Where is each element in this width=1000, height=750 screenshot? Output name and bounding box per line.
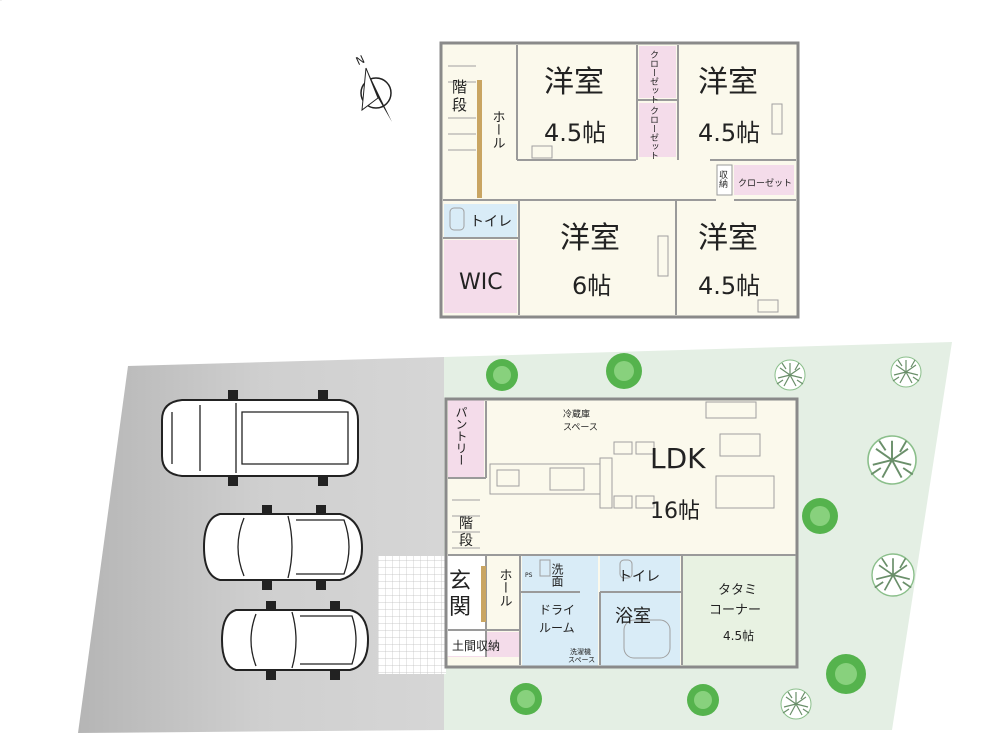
upper-western4-size: 4.5帖 — [698, 272, 760, 300]
ground-toilet-label: トイレ — [618, 569, 660, 585]
upper-western4-label: 洋室 — [698, 221, 758, 256]
upper-storage-label: 収納 — [717, 169, 728, 189]
tree-icon — [606, 353, 642, 389]
tree-icon — [774, 359, 806, 391]
upper-closet1-label: クローゼット — [648, 50, 659, 104]
north-compass-icon: N — [354, 53, 392, 122]
tree-icon — [826, 654, 866, 694]
ground-washer-label-line1: 洗濯機 — [570, 647, 591, 656]
tree-icon — [687, 684, 719, 716]
upper-toilet-label: トイレ — [470, 214, 512, 230]
upper-hall-label: ホール — [490, 110, 505, 149]
upper-western2-label: 洋室 — [698, 65, 758, 100]
upper-closet2-label: クローゼット — [648, 106, 659, 160]
upper-floor: 階 段 階段 ホール 洋室 4.5帖 クローゼット クローゼット 洋室 4.5帖… — [0, 0, 800, 319]
ground-bath-label: 浴室 — [615, 606, 651, 627]
ground-hall-label: ホール — [497, 568, 512, 607]
ground-ldk-label: LDK — [650, 442, 706, 475]
ground-stairs-char1: 階 — [459, 516, 473, 532]
tree-icon — [871, 553, 915, 597]
approach-tiles — [378, 556, 446, 674]
ground-fridge-label-line2: スペース — [563, 423, 598, 433]
ground-entrance-char2: 関 — [449, 595, 471, 620]
ground-entrance-char1: 玄 — [449, 569, 471, 594]
upper-stairs-label-char2: 段 — [452, 96, 467, 114]
ground-dry-room-label-line1: ドライ — [539, 603, 575, 617]
ground-tatami-label-line1: タタミ — [718, 583, 757, 598]
ground-wash-label: 洗面 — [550, 563, 564, 587]
upper-stairs-label-char1: 階 — [452, 78, 467, 96]
tree-icon — [510, 683, 542, 715]
upper-western1-label: 洋室 — [544, 65, 604, 100]
car-2-icon — [202, 505, 364, 590]
ground-tatami-size: 4.5帖 — [723, 628, 754, 643]
upper-western3-label: 洋室 — [560, 221, 620, 256]
upper-stairs-label: 階段 — [0, 0, 2, 1]
ground-floor: パントリー 冷蔵庫 スペース LDK 16帖 階 段 玄 関 ホール 洗面 PS… — [444, 397, 799, 669]
tree-icon — [890, 356, 922, 388]
ground-pantry-label: パントリー — [454, 406, 468, 466]
car-3-icon — [220, 601, 370, 680]
upper-closet3-label: クローゼット — [738, 177, 792, 189]
upper-western3-size: 6帖 — [572, 272, 611, 300]
ground-ps-label: PS — [525, 572, 533, 579]
tree-icon — [486, 359, 518, 391]
ground-stairs-char2: 段 — [459, 533, 473, 549]
ground-fridge-label-line1: 冷蔵庫 — [563, 408, 590, 420]
upper-western1-size: 4.5帖 — [544, 119, 606, 147]
tree-icon — [867, 435, 917, 485]
ground-tatami-label-line2: コーナー — [709, 603, 761, 618]
car-1-icon — [161, 390, 359, 486]
upper-wic-label: WIC — [459, 270, 503, 295]
tree-icon — [780, 688, 812, 720]
ground-dry-room-label-line2: ルーム — [539, 621, 575, 635]
upper-western2-size: 4.5帖 — [698, 119, 760, 147]
ground-ldk-size: 16帖 — [650, 499, 700, 524]
ground-washer-label-line2: スペース — [568, 656, 595, 664]
tree-icon — [802, 498, 838, 534]
compass-north-label: N — [354, 53, 367, 68]
ground-shoe-storage-label: 土間収納 — [452, 639, 500, 653]
